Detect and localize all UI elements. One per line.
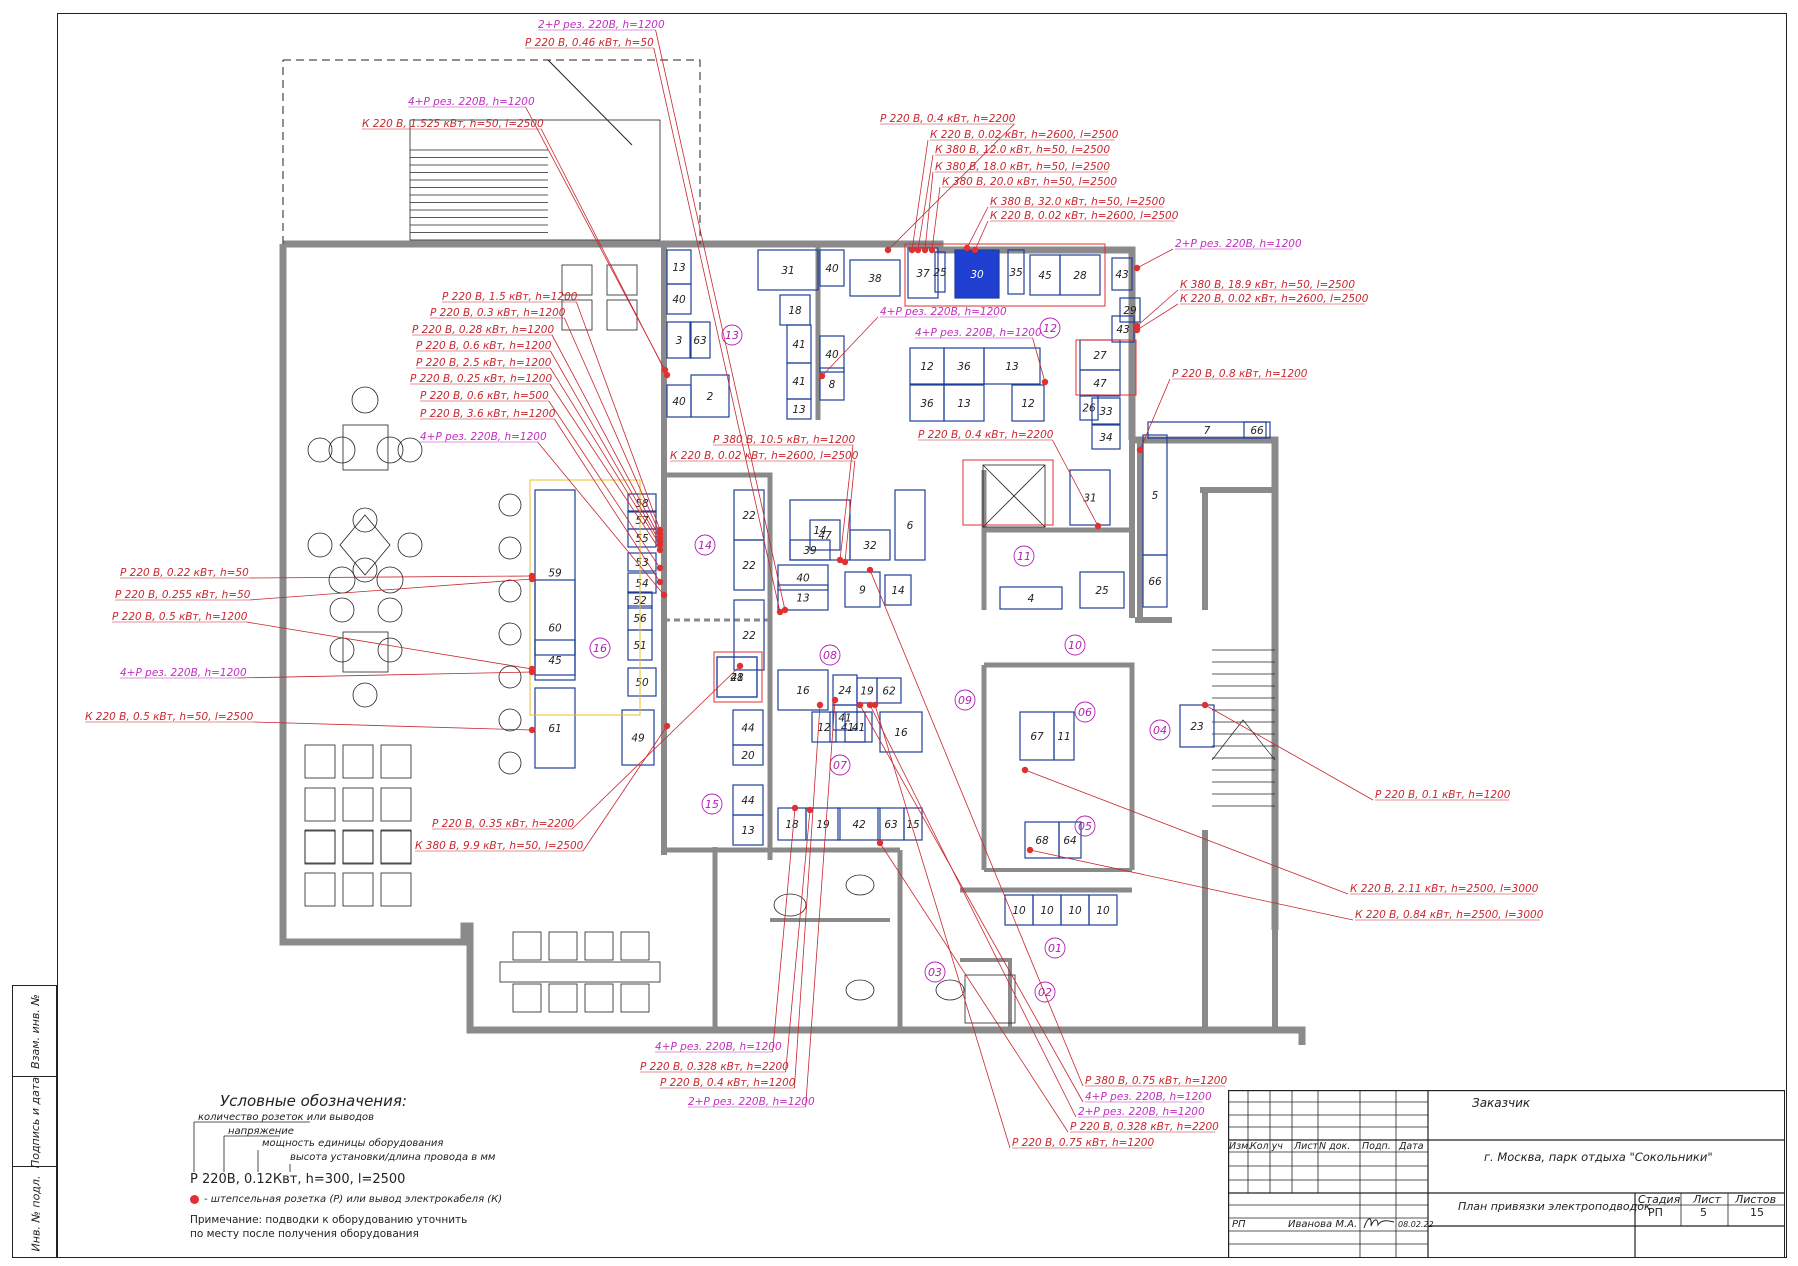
legend-line: количество розеток или выводов bbox=[198, 1112, 375, 1123]
legend-note: по месту после получения оборудования bbox=[190, 1228, 419, 1240]
column-header: N док. bbox=[1319, 1141, 1351, 1152]
title-block: Заказчик г. Москва, парк отдыха "Сокольн… bbox=[1228, 1090, 1785, 1258]
stage-value: РП bbox=[1648, 1206, 1663, 1219]
sheet-header: Лист bbox=[1693, 1193, 1721, 1206]
legend: Условные обозначения: количество розеток… bbox=[190, 1092, 502, 1242]
customer-label: Заказчик bbox=[1472, 1096, 1531, 1110]
stage-header: Стадия bbox=[1638, 1193, 1681, 1206]
stage-code: РП bbox=[1232, 1219, 1246, 1230]
side-stamp-cell: Взам. инв. № bbox=[13, 986, 58, 1076]
sheets-header: Листов bbox=[1735, 1193, 1777, 1206]
column-header: Дата bbox=[1399, 1141, 1424, 1152]
legend-example: Р 220В, 0.12Квт, h=300, l=2500 bbox=[190, 1172, 406, 1187]
side-stamp-label: Инв. № подл. bbox=[29, 1175, 43, 1252]
sheet-count: 15 bbox=[1750, 1206, 1764, 1219]
drawing-frame bbox=[57, 13, 1787, 1258]
legend-line: напряжение bbox=[228, 1126, 294, 1137]
legend-line: мощность единицы оборудования bbox=[262, 1138, 444, 1149]
author-name: Иванова М.А. bbox=[1288, 1219, 1358, 1230]
column-header: Кол уч bbox=[1250, 1141, 1283, 1152]
signature-icon bbox=[1363, 1218, 1395, 1229]
column-header: Лист bbox=[1294, 1141, 1319, 1152]
date-text: 08.02.22 bbox=[1398, 1220, 1434, 1229]
legend-symbol-text: - штепсельная розетка (Р) или вывод элек… bbox=[204, 1194, 503, 1205]
legend-arrows bbox=[193, 1121, 310, 1172]
side-stamp: Взам. инв. № Подпись и дата Инв. № подл. bbox=[12, 985, 58, 1260]
column-header: Подп. bbox=[1362, 1141, 1391, 1152]
side-stamp-cell: Подпись и дата bbox=[13, 1076, 58, 1168]
legend-title: Условные обозначения: bbox=[220, 1092, 407, 1110]
legend-line: высота установки/длина провода в мм bbox=[290, 1152, 496, 1163]
column-header: Изм. bbox=[1229, 1141, 1252, 1152]
outlet-symbol-icon bbox=[190, 1195, 199, 1204]
sheet-title: План привязки электроподводок bbox=[1458, 1200, 1651, 1213]
location-text: г. Москва, парк отдыха "Сокольники" bbox=[1484, 1150, 1713, 1164]
legend-note: Примечание: подводки к оборудованию уточ… bbox=[190, 1214, 468, 1226]
side-stamp-label: Взам. инв. № bbox=[29, 993, 42, 1069]
side-stamp-cell: Инв. № подл. bbox=[13, 1166, 58, 1260]
title-block-grid bbox=[1228, 1090, 1785, 1258]
sheet-number: 5 bbox=[1700, 1206, 1707, 1219]
side-stamp-label: Подпись и дата bbox=[29, 1076, 42, 1168]
